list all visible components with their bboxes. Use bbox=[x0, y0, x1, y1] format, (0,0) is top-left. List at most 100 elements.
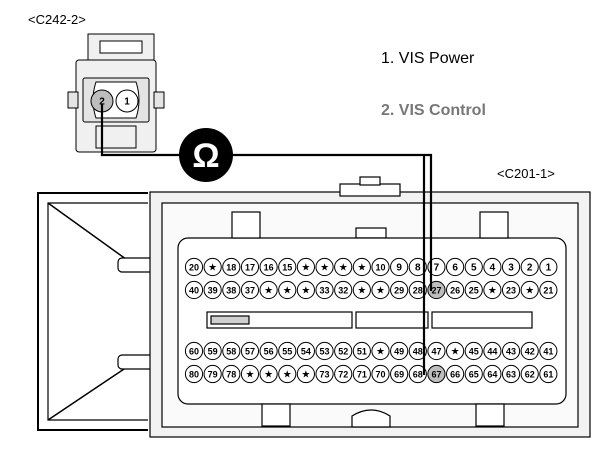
svg-text:52: 52 bbox=[338, 347, 348, 357]
svg-text:79: 79 bbox=[208, 370, 218, 380]
pin-72: 72 bbox=[334, 364, 353, 384]
pin-57: 57 bbox=[240, 341, 260, 361]
pin-blank: ★ bbox=[240, 364, 260, 384]
pin-blank: ★ bbox=[352, 257, 371, 277]
pin-63: 63 bbox=[501, 364, 521, 384]
connector-b-key bbox=[355, 227, 387, 239]
pin-blank: ★ bbox=[315, 257, 334, 277]
svg-text:62: 62 bbox=[525, 370, 535, 380]
pin-73: 73 bbox=[315, 364, 334, 384]
svg-text:18: 18 bbox=[226, 263, 236, 273]
svg-text:37: 37 bbox=[245, 286, 255, 296]
pin-54: 54 bbox=[296, 341, 315, 361]
pin-38: 38 bbox=[222, 280, 241, 300]
ohmmeter: Ω bbox=[179, 128, 233, 182]
pin-blank: ★ bbox=[296, 364, 315, 384]
svg-text:8: 8 bbox=[415, 263, 421, 274]
svg-text:★: ★ bbox=[357, 263, 366, 274]
connector-b-notch-top-left bbox=[231, 211, 261, 239]
svg-text:53: 53 bbox=[320, 347, 330, 357]
pin-9: 9 bbox=[390, 257, 409, 277]
svg-text:68: 68 bbox=[413, 370, 423, 380]
connector-b-notch-bottom-right bbox=[475, 403, 505, 427]
pin-79: 79 bbox=[203, 364, 222, 384]
connector-a-latch-slot bbox=[99, 40, 143, 54]
pin-58: 58 bbox=[222, 341, 241, 361]
svg-text:★: ★ bbox=[525, 286, 534, 297]
svg-text:71: 71 bbox=[357, 370, 367, 380]
connector-a-tab-left bbox=[67, 91, 79, 109]
pin-25: 25 bbox=[464, 280, 483, 300]
pin-15: 15 bbox=[278, 257, 297, 277]
pin-27: 27 bbox=[427, 280, 446, 300]
connector-b-slot-left-key bbox=[210, 315, 250, 325]
ohmmeter-circle bbox=[179, 128, 233, 182]
svg-text:43: 43 bbox=[506, 347, 516, 357]
svg-text:★: ★ bbox=[357, 286, 366, 297]
svg-text:15: 15 bbox=[282, 263, 292, 273]
svg-text:60: 60 bbox=[189, 347, 199, 357]
svg-text:★: ★ bbox=[339, 263, 348, 274]
svg-text:★: ★ bbox=[301, 286, 310, 297]
pin-66: 66 bbox=[446, 364, 465, 384]
svg-text:58: 58 bbox=[226, 347, 236, 357]
connector-b-slot-right bbox=[431, 311, 533, 329]
svg-text:6: 6 bbox=[452, 263, 458, 274]
svg-text:27: 27 bbox=[431, 286, 441, 296]
svg-text:7: 7 bbox=[434, 263, 440, 274]
pin-blank: ★ bbox=[203, 257, 222, 277]
pin-20: 20 bbox=[184, 257, 204, 277]
pin-55: 55 bbox=[278, 341, 297, 361]
pin-8: 8 bbox=[408, 257, 427, 277]
pin-blank: ★ bbox=[483, 280, 502, 300]
connector-b-lever-inner bbox=[47, 202, 148, 421]
svg-text:42: 42 bbox=[525, 347, 535, 357]
pin-blank: ★ bbox=[352, 280, 371, 300]
connector-a-pin-1: 1 bbox=[115, 89, 139, 113]
pin-blank: ★ bbox=[296, 280, 315, 300]
connector-a-foot bbox=[95, 125, 137, 149]
connector-b-slot-middle bbox=[355, 311, 429, 329]
svg-text:39: 39 bbox=[208, 286, 218, 296]
pin-41: 41 bbox=[539, 341, 558, 361]
pin-44: 44 bbox=[483, 341, 502, 361]
pin-45: 45 bbox=[464, 341, 483, 361]
svg-text:★: ★ bbox=[376, 347, 385, 358]
svg-text:2: 2 bbox=[527, 263, 533, 274]
svg-text:73: 73 bbox=[320, 370, 330, 380]
connector-b-notch-bottom-left bbox=[261, 403, 291, 427]
svg-text:20: 20 bbox=[189, 263, 199, 273]
pin-10: 10 bbox=[371, 257, 390, 277]
pin-51: 51 bbox=[352, 341, 371, 361]
svg-text:48: 48 bbox=[413, 347, 423, 357]
svg-text:★: ★ bbox=[264, 370, 273, 381]
connector-c201-1 bbox=[37, 176, 591, 438]
wire-pin2-to-pin27 bbox=[100, 104, 433, 291]
svg-text:26: 26 bbox=[450, 286, 460, 296]
pin-80: 80 bbox=[184, 364, 204, 384]
svg-text:5: 5 bbox=[471, 263, 477, 274]
connector-b-notch-top-right bbox=[479, 211, 509, 239]
connector-b-top-latch bbox=[339, 183, 401, 197]
connector-a-tab-right bbox=[153, 91, 165, 109]
pin-37: 37 bbox=[240, 280, 260, 300]
pin-blank: ★ bbox=[520, 280, 539, 300]
connector-b-lever bbox=[37, 192, 148, 431]
svg-text:★: ★ bbox=[301, 263, 310, 274]
pin-blank: ★ bbox=[371, 280, 390, 300]
pin-48: 48 bbox=[408, 341, 427, 361]
pin-blank: ★ bbox=[259, 280, 278, 300]
svg-text:57: 57 bbox=[245, 347, 255, 357]
connector-b-top-latch-knob bbox=[359, 176, 381, 186]
svg-text:29: 29 bbox=[394, 286, 404, 296]
pin-blank: ★ bbox=[446, 341, 465, 361]
pin-blank: ★ bbox=[278, 364, 297, 384]
svg-text:10: 10 bbox=[375, 263, 385, 273]
svg-text:56: 56 bbox=[264, 347, 274, 357]
svg-text:★: ★ bbox=[283, 286, 292, 297]
pin-43: 43 bbox=[501, 341, 521, 361]
pin-65: 65 bbox=[464, 364, 483, 384]
pin-59: 59 bbox=[203, 341, 222, 361]
